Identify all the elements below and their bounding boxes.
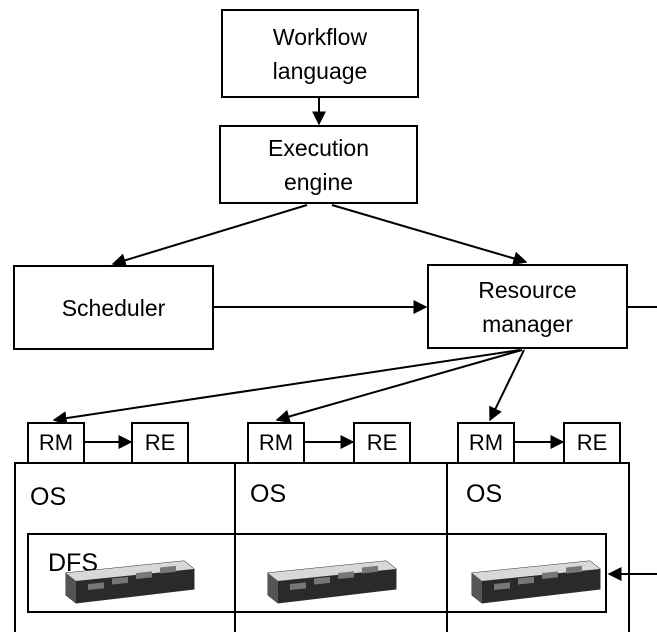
workflow-language-box: Workflow language [221,9,419,98]
rm-box-2: RM [247,422,305,464]
worker-node-3 [446,462,630,632]
re-box-2: RE [353,422,411,464]
re-box-3: RE [563,422,621,464]
resource-manager-box: Resource manager [427,264,628,349]
dfs-box [27,533,607,613]
scheduler-box: Scheduler [13,265,214,350]
server-blade-icon [65,560,195,604]
os-label-2: OS [250,480,287,508]
execution-engine-box: Execution engine [219,125,418,204]
rm-box-1: RM [27,422,85,464]
server-blade-icon [471,560,601,604]
re-box-1: RE [131,422,189,464]
os-label-1: OS [30,483,67,511]
server-blade-icon [267,560,397,604]
os-label-3: OS [466,480,503,508]
rm-box-3: RM [457,422,515,464]
